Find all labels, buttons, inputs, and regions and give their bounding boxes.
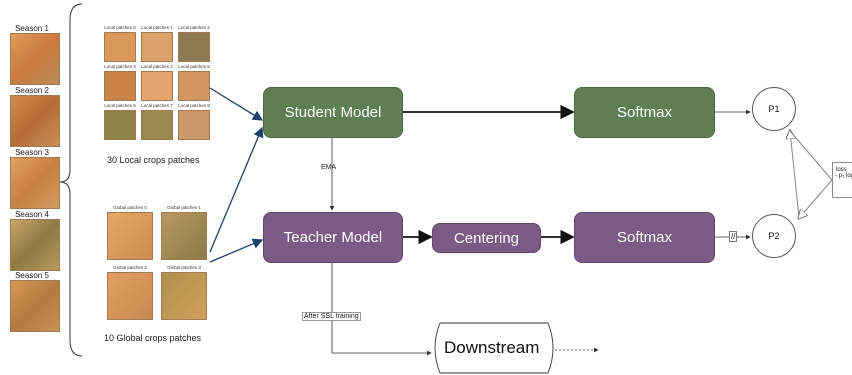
patch-label: Global patches 1 [167, 205, 201, 210]
patch-label: Local patches 8 [178, 103, 210, 108]
softmax-bottom-node: Softmax [574, 212, 715, 263]
stop-gradient-marker: // [729, 231, 738, 242]
season-label: Season 2 [15, 86, 49, 95]
season-image [10, 280, 60, 332]
global-to-student-arrow [209, 126, 264, 253]
local-patch-image [178, 110, 210, 140]
p1-node: P1 [752, 87, 796, 131]
patch-label: Local patches 3 [104, 64, 136, 69]
loss-double-arrow-c [799, 179, 833, 218]
student-model-node: Student Model [263, 87, 403, 138]
season-image [10, 95, 60, 147]
local-patch-image [141, 110, 173, 140]
patch-label: Local patches 5 [178, 64, 210, 69]
global-patch-image [107, 272, 153, 320]
season-label: Season 4 [15, 210, 49, 219]
teacher-model-node: Teacher Model [263, 212, 403, 263]
teacher-to-downstream-arrow [331, 262, 432, 356]
local-patch-image [104, 71, 136, 101]
local-patch-image [178, 32, 210, 62]
local-patch-image [104, 110, 136, 140]
season-label: Season 5 [15, 271, 49, 280]
local-patch-image [141, 32, 173, 62]
loss-note-line1: loss [836, 167, 847, 173]
patch-label: Local patches 6 [104, 103, 136, 108]
softmax-top-node: Softmax [574, 87, 715, 138]
global-patches-caption: 10 Global crops patches [104, 333, 202, 343]
grouping-brace [59, 3, 83, 357]
local-patch-image [178, 71, 210, 101]
patch-label: Local patches 2 [178, 25, 210, 30]
season-label: Season 3 [15, 148, 49, 157]
patch-label: Local patches 1 [141, 25, 173, 30]
after-ssl-label: After SSL training [302, 312, 361, 321]
ema-label: EMA [321, 164, 337, 171]
patch-label: Global patches 2 [113, 265, 147, 270]
patch-label: Local patches 4 [141, 64, 173, 69]
local-to-student-arrow [209, 87, 264, 121]
patch-label: Local patches 7 [141, 103, 173, 108]
patch-label: Global patches 0 [113, 205, 147, 210]
loss-double-arrow-a [790, 131, 800, 219]
season-image [10, 33, 60, 85]
p2-node: P2 [752, 214, 796, 258]
local-patch-image [104, 32, 136, 62]
global-patch-image [161, 272, 207, 320]
season-image [10, 219, 60, 271]
patch-label: Local patches 0 [104, 25, 136, 30]
local-patch-image [141, 71, 173, 101]
season-image [10, 157, 60, 209]
centering-node: Centering [432, 223, 541, 253]
patch-label: Global patches 3 [167, 265, 201, 270]
downstream-label: Downstream [444, 338, 540, 357]
local-patches-caption: 30 Local crops patches [107, 155, 200, 165]
downstream-shape [434, 322, 554, 374]
loss-note: loss - p₂ log [832, 162, 852, 198]
season-label: Season 1 [15, 24, 49, 33]
global-patch-image [107, 212, 153, 260]
loss-note-line2: - p₂ log [835, 173, 852, 179]
global-to-teacher-arrow [209, 238, 264, 263]
global-patch-image [161, 212, 207, 260]
loss-double-arrow-b [789, 130, 833, 181]
